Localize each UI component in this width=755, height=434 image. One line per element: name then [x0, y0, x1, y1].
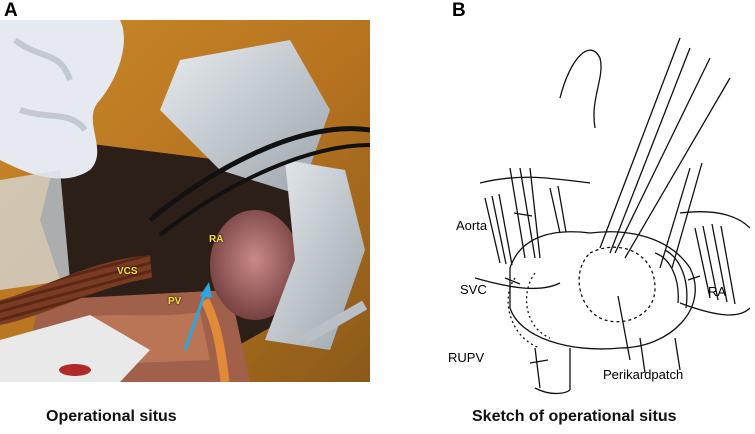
label-vcs: VCS	[117, 266, 138, 277]
label-svc: SVC	[460, 282, 487, 297]
label-rupv: RUPV	[448, 350, 485, 365]
caption-sketch: Sketch of operational situs	[472, 408, 677, 425]
label-perikardpatch: Perikardpatch	[603, 367, 684, 382]
caption-operational-situs: Operational situs	[46, 408, 177, 425]
label-ra-sketch: RA	[708, 284, 727, 299]
operational-sketch-drawing	[474, 37, 750, 395]
operational-photo	[0, 20, 370, 382]
operational-photo-drawing	[0, 20, 370, 382]
panel-letter-a: A	[4, 0, 18, 21]
panel-letter-b: B	[452, 0, 466, 21]
label-aorta: Aorta	[456, 218, 488, 233]
label-pv: PV	[168, 296, 182, 307]
operational-sketch	[440, 18, 750, 398]
label-ra-photo: RA	[209, 234, 224, 245]
